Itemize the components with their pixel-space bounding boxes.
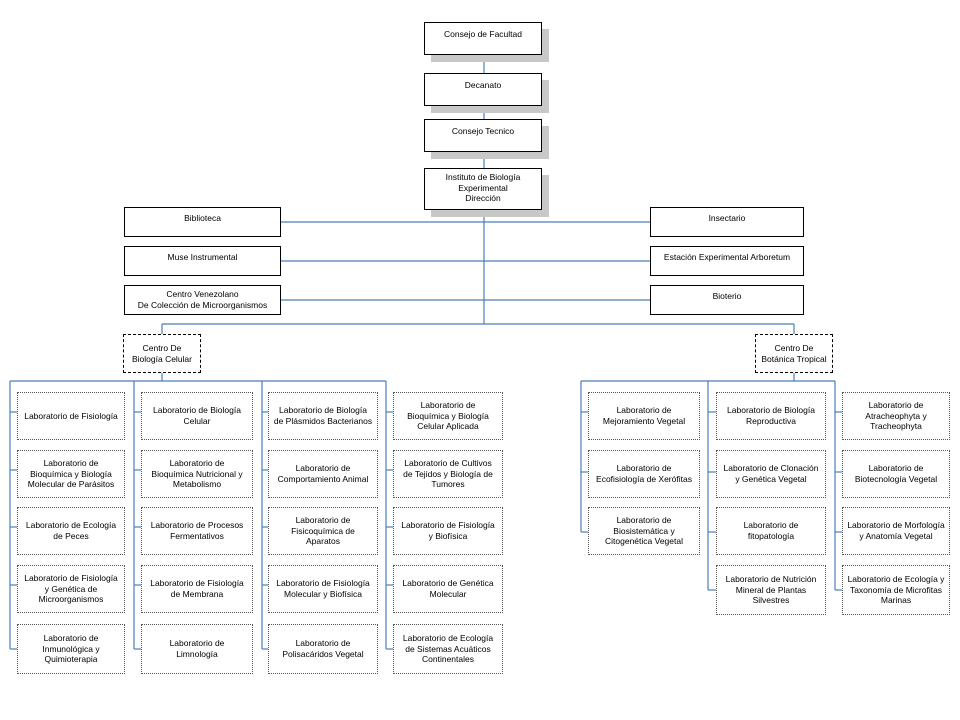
lab-box: Laboratorio de Biología de Plásmidos Bac… [268,392,378,440]
decanato-label: Decanato [464,80,502,90]
lab-box: Laboratorio de Fisiología y Genética de … [17,565,125,613]
lab-box: Laboratorio de fitopatología [716,507,826,555]
lab-box: Laboratorio de Clonación y Genética Vege… [716,450,826,498]
lab-box: Laboratorio de Fisiología Molecular y Bi… [268,565,378,613]
lab-label: Laboratorio de Polisacáridos Vegetal [282,638,364,659]
lab-box: Laboratorio de Mejoramiento Vegetal [588,392,700,440]
unit-label: Insectario [708,213,746,223]
lab-box: Laboratorio de Polisacáridos Vegetal [268,624,378,674]
center-label: Centro De Botánica Tropical [761,342,827,364]
lab-label: Laboratorio de fitopatología [743,520,799,541]
lab-box: Laboratorio de Cultivos de Tejidos y Bio… [393,450,503,498]
lab-box: Laboratorio de Atracheophyta y Tracheoph… [842,392,950,440]
lab-label: Laboratorio de Procesos Fermentativos [150,520,244,541]
lab-box: Laboratorio de Limnología [141,624,253,674]
lab-label: Laboratorio de Fisiología de Membrana [150,578,244,599]
lab-label: Laboratorio de Morfología y Anatomía Veg… [847,520,945,541]
lab-box: Laboratorio de Nutrición Mineral de Plan… [716,565,826,615]
unit-biblioteca: Biblioteca [124,207,281,237]
lab-label: Laboratorio de Atracheophyta y Tracheoph… [865,400,927,432]
unit-label: Biblioteca [184,213,221,223]
lab-box: Laboratorio de Procesos Fermentativos [141,507,253,555]
lab-label: Laboratorio de Biología Celular [153,405,241,426]
lab-box: Laboratorio de Bioquímica y Biología Cel… [393,392,503,440]
lab-box: Laboratorio de Biotecnología Vegetal [842,450,950,498]
consejo-facultad-box: Consejo de Facultad [424,22,542,55]
lab-label: Laboratorio de Fisiología Molecular y Bi… [276,578,370,599]
lab-box: Laboratorio de Genética Molecular [393,565,503,613]
lab-label: Laboratorio de Limnología [169,638,225,659]
lab-box: Laboratorio de Fisicoquímica de Aparatos [268,507,378,555]
lab-box: Laboratorio de Inmunológica y Quimiotera… [17,624,125,674]
lab-label: Laboratorio de Ecofisiología de Xerófita… [596,463,692,484]
lab-label: Laboratorio de Ecología y Taxonomía de M… [847,574,945,606]
unit-museo-instrumental: Muse Instrumental [124,246,281,276]
lab-box: Laboratorio de Fisiología [17,392,125,440]
instituto-label: Instituto de Biología Experimental Direc… [445,172,521,204]
lab-box: Laboratorio de Ecología de Peces [17,507,125,555]
lab-label: Laboratorio de Fisiología [24,410,118,421]
lab-label: Laboratorio de Bioquímica y Biología Cel… [407,400,489,432]
centro-biologia-celular: Centro De Biología Celular [123,334,201,373]
instituto-box: Instituto de Biología Experimental Direc… [424,168,542,210]
unit-label: Centro Venezolano De Colección de Microo… [137,289,268,310]
lab-label: Laboratorio de Nutrición Mineral de Plan… [725,574,817,606]
lab-box: Laboratorio de Biología Reproductiva [716,392,826,440]
lab-box: Laboratorio de Fisiología y Biofísica [393,507,503,555]
lab-label: Laboratorio de Clonación y Genética Vege… [723,463,819,484]
lab-box: Laboratorio de Biología Celular [141,392,253,440]
lab-box: Laboratorio de Ecología de Sistemas Acuá… [393,624,503,674]
unit-arboretum: Estación Experimental Arboretum [650,246,804,276]
unit-label: Estación Experimental Arboretum [663,252,791,262]
lab-box: Laboratorio de Fisiología de Membrana [141,565,253,613]
lab-label: Laboratorio de Comportamiento Animal [277,463,369,484]
lab-label: Laboratorio de Ecología de Peces [25,520,117,541]
lab-label: Laboratorio de Biosistemática y Citogené… [605,515,683,547]
center-label: Centro De Biología Celular [131,342,192,364]
lab-label: Laboratorio de Biotecnología Vegetal [854,463,938,484]
lab-box: Laboratorio de Ecofisiología de Xerófita… [588,450,700,498]
lab-label: Laboratorio de Fisiología y Biofísica [401,520,495,541]
lab-label: Laboratorio de Mejoramiento Vegetal [602,405,686,426]
lab-label: Laboratorio de Ecología de Sistemas Acuá… [402,633,494,665]
lab-label: Laboratorio de Cultivos de Tejidos y Bio… [403,458,493,490]
lab-box: Laboratorio de Bioquímica y Biología Mol… [17,450,125,498]
lab-label: Laboratorio de Bioquímica y Biología Mol… [27,458,115,490]
unit-insectario: Insectario [650,207,804,237]
centro-botanica-tropical: Centro De Botánica Tropical [755,334,833,373]
lab-box: Laboratorio de Bioquímica Nutricional y … [141,450,253,498]
lab-label: Laboratorio de Bioquímica Nutricional y … [151,458,243,490]
lab-box: Laboratorio de Ecología y Taxonomía de M… [842,565,950,615]
lab-label: Laboratorio de Fisicoquímica de Aparatos [291,515,355,547]
lab-label: Laboratorio de Fisiología y Genética de … [24,573,118,605]
decanato-box: Decanato [424,73,542,106]
unit-label: Muse Instrumental [167,252,238,262]
consejo-facultad-label: Consejo de Facultad [444,29,522,39]
lab-label: Laboratorio de Genética Molecular [402,578,494,599]
unit-label: Bioterio [712,291,742,301]
lab-label: Laboratorio de Inmunológica y Quimiotera… [42,633,100,665]
lab-box: Laboratorio de Biosistemática y Citogené… [588,507,700,555]
consejo-tecnico-label: Consejo Tecnico [451,126,515,136]
lab-box: Laboratorio de Morfología y Anatomía Veg… [842,507,950,555]
lab-label: Laboratorio de Biología Reproductiva [727,405,815,426]
unit-centro-microorganismos: Centro Venezolano De Colección de Microo… [124,285,281,315]
consejo-tecnico-box: Consejo Tecnico [424,119,542,152]
unit-bioterio: Bioterio [650,285,804,315]
lab-box: Laboratorio de Comportamiento Animal [268,450,378,498]
lab-label: Laboratorio de Biología de Plásmidos Bac… [273,405,373,426]
